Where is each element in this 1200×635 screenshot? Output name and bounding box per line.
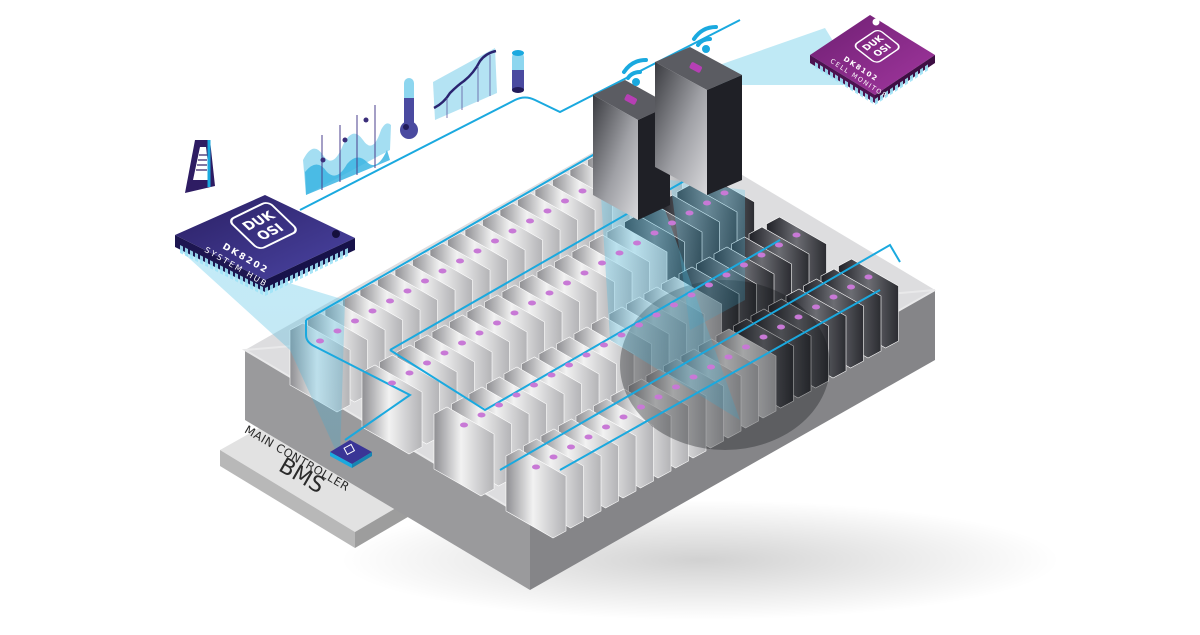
cell-sensor-node xyxy=(580,270,589,276)
cell-sensor-node xyxy=(600,342,608,348)
cell-sensor-node xyxy=(333,328,342,334)
cell-sensor-node xyxy=(528,300,536,306)
cell-sensor-node xyxy=(794,314,803,320)
cell-sensor-node xyxy=(652,312,661,318)
cell-sensor-node xyxy=(405,370,414,376)
cell-sensor-node xyxy=(759,334,768,340)
cell-sensor-node xyxy=(547,372,556,378)
cell-sensor-node xyxy=(545,290,554,296)
waveform-chart-icon xyxy=(303,105,391,195)
cell-sensor-nodes xyxy=(316,148,873,470)
cell-sensor-node xyxy=(792,232,801,238)
cell-sensor-node xyxy=(757,252,766,258)
cell-sensor-node xyxy=(617,332,626,338)
cell-sensor-node xyxy=(578,188,587,194)
cell-sensor-node xyxy=(847,284,855,290)
cell-sensor-node xyxy=(532,464,540,470)
cell-sensor-node xyxy=(829,294,838,300)
cell-sensor-node xyxy=(508,228,517,234)
cell-sensor-node xyxy=(351,318,359,324)
cell-sensor-node xyxy=(386,298,394,304)
bms-controller-chip xyxy=(330,440,372,468)
cell-sensor-node xyxy=(565,362,573,368)
cell-sensor-node xyxy=(477,412,486,418)
cell-sensor-node xyxy=(491,238,499,244)
battery-level-icon xyxy=(512,50,524,93)
cell-sensor-node xyxy=(495,402,503,408)
wireless-signal-icon xyxy=(622,25,718,86)
cell-sensor-node xyxy=(543,208,552,214)
cell-sensor-node xyxy=(685,210,694,216)
cell-sensor-node xyxy=(742,344,750,350)
cell-sensor-node xyxy=(561,198,569,204)
cell-sensor-node xyxy=(598,260,606,266)
cell-sensor-node xyxy=(582,352,591,358)
cell-sensor-node xyxy=(458,340,466,346)
cell-sensor-node xyxy=(633,240,641,246)
cell-sensor-node xyxy=(602,424,610,430)
cell-sensor-node xyxy=(687,292,696,298)
system-hub-chip: DUK OSI DK8202 SYSTEM HUB xyxy=(175,195,355,296)
cell-sensor-node xyxy=(473,248,482,254)
line-chart-icon xyxy=(433,48,497,120)
cell-sensor-node xyxy=(668,220,676,226)
cell-sensor-node xyxy=(724,354,733,360)
cell-sensor-node xyxy=(421,278,429,284)
battery-cell xyxy=(505,448,567,539)
cell-sensor-node xyxy=(615,250,624,256)
cell-sensor-node xyxy=(720,190,729,196)
wireless-monitor-block-2 xyxy=(655,47,742,195)
cell-sensor-node xyxy=(654,394,663,400)
cell-sensor-node xyxy=(619,414,628,420)
system-hub-beam xyxy=(180,250,345,460)
cell-sensor-node xyxy=(423,360,431,366)
thermometer-icon xyxy=(400,78,418,139)
cell-sensor-node xyxy=(510,310,519,316)
cell-sensor-node xyxy=(493,320,501,326)
cell-sensor-node xyxy=(526,218,534,224)
cell-sensor-node xyxy=(703,200,711,206)
cell-sensor-node xyxy=(512,392,521,398)
cell-sensor-node xyxy=(563,280,571,286)
cell-sensor-node xyxy=(722,272,731,278)
cell-sensor-node xyxy=(388,380,396,386)
cell-sensor-node xyxy=(456,258,464,264)
cell-sensor-node xyxy=(316,338,324,344)
cell-sensor-node xyxy=(637,404,645,410)
cell-sensor-node xyxy=(775,242,783,248)
cell-sensor-node xyxy=(438,268,447,274)
cell-sensor-node xyxy=(460,422,468,428)
metronome-icon xyxy=(185,140,215,193)
cell-sensor-node xyxy=(635,322,643,328)
cell-sensor-node xyxy=(368,308,377,314)
cell-sensor-node xyxy=(549,454,558,460)
data-bus-lines xyxy=(299,19,901,471)
cell-sensor-node xyxy=(672,384,680,390)
cell-sensor-node xyxy=(475,330,484,336)
cell-sensor-node xyxy=(403,288,412,294)
cell-sensor-node xyxy=(707,364,715,370)
cell-monitor-chip: DUK OSI DK8102 CELL MONITOR xyxy=(810,15,935,105)
cell-sensor-node xyxy=(530,382,538,388)
cell-sensor-node xyxy=(650,230,659,236)
cell-sensor-node xyxy=(740,262,748,268)
cell-sensor-node xyxy=(440,350,449,356)
battery-cell xyxy=(361,364,423,455)
cell-sensor-node xyxy=(777,324,785,330)
cell-sensor-node xyxy=(584,434,593,440)
cell-sensor-node xyxy=(705,282,713,288)
cell-sensor-node xyxy=(864,274,873,280)
cell-sensor-node xyxy=(567,444,575,450)
cell-sensor-node xyxy=(670,302,678,308)
cell-sensor-node xyxy=(812,304,820,310)
cell-monitor-beam-a xyxy=(600,180,740,420)
cell-sensor-node xyxy=(689,374,698,380)
battery-cell xyxy=(433,406,495,497)
